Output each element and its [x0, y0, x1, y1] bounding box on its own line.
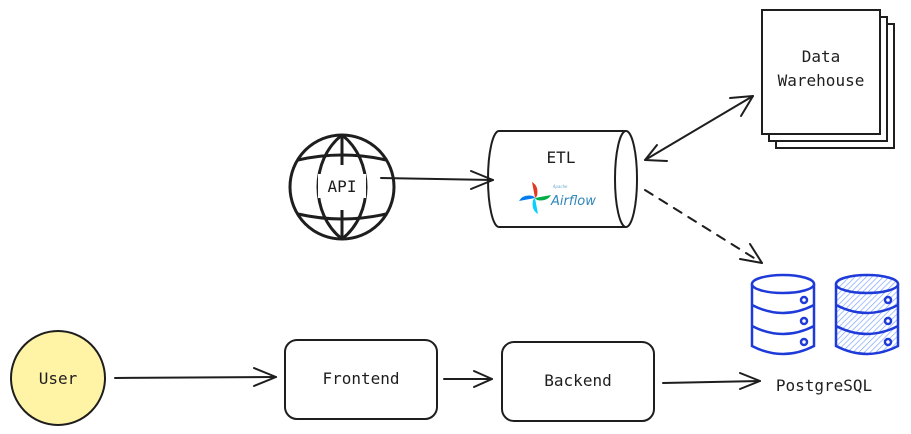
arrow-etl-to-postgres-dashed — [644, 189, 763, 264]
api-label-bg — [318, 174, 366, 198]
pinwheel-icon — [519, 182, 551, 214]
backend-node: Backend — [501, 341, 655, 422]
etl-cylinder-rim — [614, 130, 627, 228]
etl-label: ETL — [547, 148, 576, 167]
api-node: API — [288, 133, 396, 241]
etl-node: ETL Apache Airflow — [487, 130, 638, 228]
frontend-node: Frontend — [284, 339, 438, 420]
warehouse-label-line1: Data — [802, 47, 841, 66]
postgres-label: PostgreSQL — [776, 376, 872, 395]
arrow-etl-warehouse-bidirectional — [644, 95, 754, 162]
arrow-frontend-to-backend — [443, 370, 493, 388]
globe-icon — [288, 133, 396, 241]
warehouse-sheet-front — [761, 9, 881, 135]
arrow-user-to-frontend — [114, 367, 277, 387]
frontend-label: Frontend — [322, 369, 399, 388]
airflow-logo-top: Apache — [552, 184, 568, 189]
api-label: API — [328, 177, 357, 196]
database-icon — [834, 273, 900, 356]
user-node: User — [10, 330, 106, 426]
airflow-logo-main: Airflow — [550, 194, 596, 209]
arrow-backend-to-postgres — [662, 372, 761, 390]
postgres-node: PostgreSQL — [750, 273, 900, 395]
database-icon — [750, 273, 816, 356]
user-label: User — [39, 369, 78, 388]
backend-label: Backend — [544, 371, 611, 390]
warehouse-node: Data Warehouse — [761, 9, 895, 149]
airflow-logo: Apache Airflow — [519, 182, 596, 214]
warehouse-label-line2: Warehouse — [778, 71, 865, 90]
arrow-api-to-etl — [380, 170, 494, 190]
